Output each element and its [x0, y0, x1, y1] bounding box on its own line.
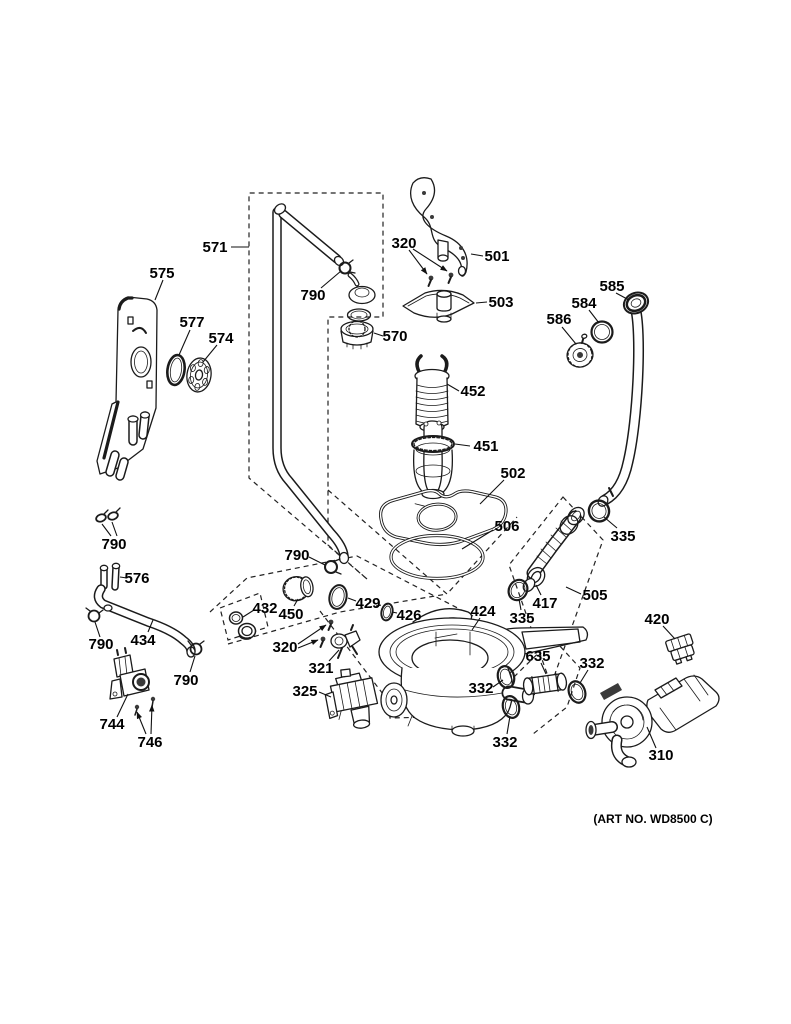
- callout-577: 577: [179, 314, 204, 331]
- callout-575: 575: [149, 265, 174, 282]
- callout-744: 744: [99, 716, 125, 733]
- part-744-water-valve: [109, 647, 150, 700]
- callout-424: 424: [470, 603, 496, 620]
- callout-321: 321: [308, 660, 333, 677]
- part-635-coupling-tube: [522, 672, 568, 696]
- part-321-inlet-protector: [330, 624, 361, 659]
- part-320-screws-bottom: [319, 619, 334, 648]
- part-790-clamp-hose-right: [187, 640, 205, 656]
- part-502-sump-gasket: [379, 489, 508, 547]
- part-790-clamps-pair: [95, 507, 121, 523]
- callout-584: 584: [571, 295, 597, 312]
- callout-502: 502: [500, 465, 525, 482]
- part-586-check-valve: [566, 333, 594, 368]
- callout-576: 576: [124, 570, 149, 587]
- part-571-spray-head: [346, 272, 376, 322]
- part-325-drain-pump: [324, 668, 379, 729]
- callout-790-d: 790: [88, 636, 113, 653]
- part-506-o-ring-large: [389, 533, 485, 581]
- part-332-ring-b: [501, 695, 521, 719]
- part-429-o-ring: [328, 584, 348, 610]
- callout-332-c: 332: [579, 655, 604, 672]
- part-584-o-ring: [590, 320, 614, 344]
- callout-790-c: 790: [101, 536, 126, 553]
- part-451-fine-filter: [411, 420, 455, 500]
- part-335-ring-lower: [507, 578, 529, 602]
- part-432-fitting: [228, 611, 257, 640]
- part-790-clamp-top: [338, 259, 356, 275]
- callout-325: 325: [292, 683, 317, 700]
- part-450-cap: [282, 576, 314, 602]
- callout-335-a: 335: [610, 528, 635, 545]
- art-number: (ART NO. WD8500 C): [593, 812, 712, 826]
- callout-574: 574: [208, 330, 234, 347]
- part-452-filter-tower: [414, 354, 450, 433]
- part-574-impeller-disc: [186, 357, 212, 393]
- part-585-drain-tube: [597, 291, 650, 507]
- callout-417: 417: [532, 595, 557, 612]
- callout-335-b: 335: [509, 610, 534, 627]
- callout-429: 429: [355, 595, 380, 612]
- part-420-wire-connector: [665, 633, 695, 665]
- part-332-ring-a: [496, 665, 516, 689]
- part-501-conduit-arm: [409, 177, 468, 277]
- callout-432: 432: [252, 600, 277, 617]
- part-335-ring-upper: [587, 499, 611, 523]
- callout-320-b: 320: [272, 639, 297, 656]
- part-790-clamp-tube-bottom: [324, 558, 342, 575]
- callout-450: 450: [278, 606, 303, 623]
- callout-790-b: 790: [284, 547, 309, 564]
- callout-790-e: 790: [173, 672, 198, 689]
- part-505-corrugated-hose: [526, 506, 585, 580]
- part-310-pump-motor: [585, 674, 720, 768]
- part-571-fill-tube: [272, 203, 350, 565]
- callout-790-a: 790: [300, 287, 325, 304]
- part-332-ring-c: [567, 680, 587, 704]
- part-575-access-panel: [96, 296, 158, 481]
- part-424-sump-assembly: [378, 608, 589, 737]
- part-434-drain-hose: [93, 584, 196, 658]
- callout-426: 426: [396, 607, 421, 624]
- callout-420: 420: [644, 611, 669, 628]
- callout-320-a: 320: [391, 235, 416, 252]
- callout-332-a: 332: [468, 680, 493, 697]
- callout-451: 451: [473, 438, 498, 455]
- callout-570: 570: [382, 328, 407, 345]
- callout-506: 506: [494, 518, 519, 535]
- callout-505: 505: [582, 587, 607, 604]
- callout-labels: 571 575 577 574 790 320 501 503 570 586 …: [88, 235, 712, 826]
- callout-746: 746: [137, 734, 162, 751]
- callout-332-b: 332: [492, 734, 517, 751]
- callout-635: 635: [525, 648, 550, 665]
- part-320-screws-top: [427, 272, 454, 287]
- callout-310: 310: [648, 747, 673, 764]
- callout-503: 503: [488, 294, 513, 311]
- part-570-coarse-strainer: [340, 320, 374, 350]
- part-790-clamp-hose-left: [85, 607, 104, 623]
- part-577-o-ring: [166, 353, 186, 387]
- part-503-filter-plate: [402, 289, 475, 323]
- callout-586: 586: [546, 311, 571, 328]
- callout-585: 585: [599, 278, 624, 295]
- callout-434: 434: [130, 632, 156, 649]
- leader-lines: [94, 246, 676, 749]
- part-426-o-ring: [380, 602, 394, 622]
- callout-501: 501: [484, 248, 509, 265]
- callout-571: 571: [202, 239, 227, 256]
- callout-452: 452: [460, 383, 485, 400]
- part-576-inlet-tubes: [99, 562, 121, 591]
